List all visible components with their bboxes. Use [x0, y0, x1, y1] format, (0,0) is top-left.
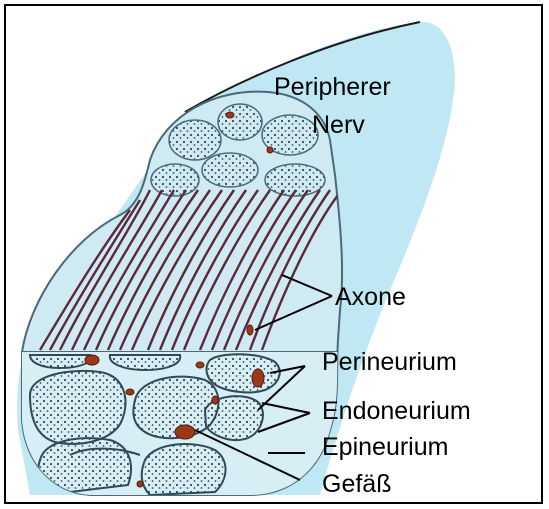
label-endoneurium: Endoneurium [322, 397, 471, 426]
label-gefass: Gefäß [322, 470, 391, 499]
title-line-2: Nerv [312, 110, 365, 140]
label-epineurium: Epineurium [322, 433, 448, 462]
title-line-1: Peripherer [274, 72, 391, 102]
label-axone: Axone [335, 283, 406, 312]
label-perineurium: Perineurium [322, 348, 457, 377]
